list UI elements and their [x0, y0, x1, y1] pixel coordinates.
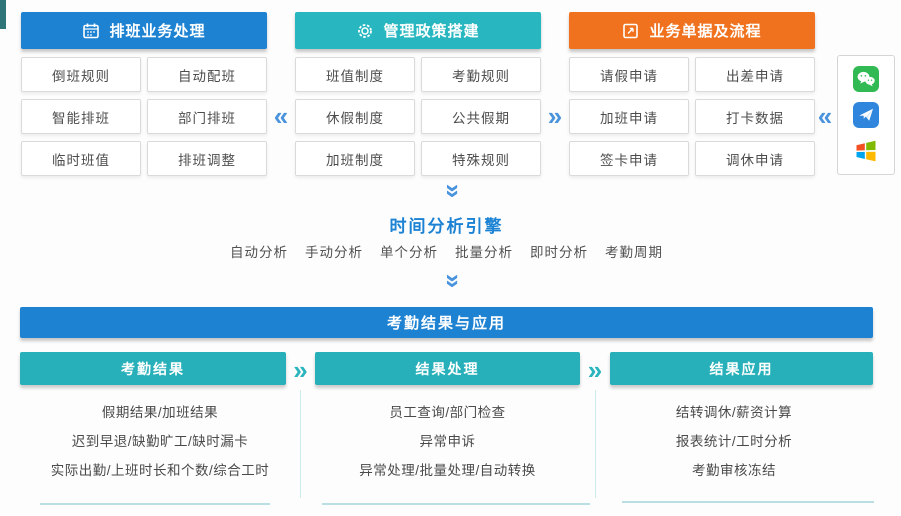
policy-nodes: 班值制度 考勤规则 休假制度 公共假期 加班制度 特殊规则 — [295, 57, 541, 176]
column-divider — [300, 390, 301, 498]
dingtalk-icon — [853, 102, 879, 128]
section-title: 管理政策搭建 — [383, 23, 480, 40]
flow-node: 打卡数据 — [695, 99, 815, 134]
column-result-application: 结转调休/薪资计算 报表统计/工时分析 考勤审核冻结 — [595, 403, 873, 481]
flow-node: 考勤规则 — [421, 57, 541, 92]
flow-node: 请假申请 — [569, 57, 689, 92]
mode-label: 手动分析 — [305, 245, 363, 260]
result-item: 异常处理/批量处理/自动转换 — [359, 463, 536, 478]
flow-node: 加班制度 — [295, 141, 415, 176]
flow-node: 倒班规则 — [21, 57, 141, 92]
result-item: 假期结果/加班结果 — [101, 405, 219, 420]
result-item: 报表统计/工时分析 — [675, 434, 793, 449]
section-title: 排班业务处理 — [109, 23, 206, 40]
flow-node: 排班调整 — [147, 141, 267, 176]
flow-node: 签卡申请 — [569, 141, 689, 176]
mode-label: 即时分析 — [530, 245, 588, 260]
section-scheduling-header: 排班业务处理 — [21, 12, 267, 49]
flow-node: 特殊规则 — [421, 141, 541, 176]
result-item: 迟到早退/缺勤旷工/缺时漏卡 — [71, 434, 249, 449]
flow-node: 部门排班 — [147, 99, 267, 134]
column-result-processing: 员工查询/部门检查 异常申诉 异常处理/批量处理/自动转换 — [300, 403, 595, 481]
mode-label: 批量分析 — [455, 245, 513, 260]
flow-node: 自动配班 — [147, 57, 267, 92]
section-documents: 业务单据及流程 请假申请 出差申请 加班申请 打卡数据 签卡申请 调休申请 — [569, 12, 815, 176]
subheader-result-processing: 结果处理 — [315, 352, 580, 385]
result-item: 员工查询/部门检查 — [389, 405, 506, 420]
engine-modes: 自动分析 手动分析 单个分析 批量分析 即时分析 考勤周期 — [20, 241, 873, 261]
calendar-icon — [82, 22, 100, 40]
flow-node: 出差申请 — [695, 57, 815, 92]
result-item: 异常申诉 — [419, 434, 476, 449]
subheader-result-application: 结果应用 — [610, 352, 873, 385]
flow-node: 智能排班 — [21, 99, 141, 134]
cutoff-box-edge — [322, 503, 590, 505]
chevron-right-icon: » — [547, 101, 563, 131]
flow-node: 加班申请 — [569, 99, 689, 134]
flow-node: 公共假期 — [421, 99, 541, 134]
flow-icon — [622, 22, 640, 40]
documents-nodes: 请假申请 出差申请 加班申请 打卡数据 签卡申请 调休申请 — [569, 57, 815, 176]
mode-label: 自动分析 — [230, 245, 288, 260]
subheader-attendance-results: 考勤结果 — [20, 352, 286, 385]
chevron-right-icon: » — [587, 355, 603, 385]
chevron-right-icon: » — [293, 355, 308, 385]
cutoff-box-edge — [40, 503, 270, 505]
cutoff-box-edge — [622, 501, 874, 503]
result-item: 实际出勤/上班时长和个数/综合工时 — [50, 463, 270, 478]
flow-node: 临时班值 — [21, 141, 141, 176]
mode-label: 单个分析 — [380, 245, 438, 260]
column-attendance-results: 假期结果/加班结果 迟到早退/缺勤旷工/缺时漏卡 实际出勤/上班时长和个数/综合… — [20, 403, 300, 481]
corner-decoration — [0, 0, 6, 29]
result-item: 结转调休/薪资计算 — [675, 405, 793, 420]
result-item: 考勤审核冻结 — [692, 463, 776, 478]
windows-icon — [853, 138, 879, 164]
flow-node: 调休申请 — [695, 141, 815, 176]
channel-panel — [837, 55, 895, 175]
section-policy: 管理政策搭建 班值制度 考勤规则 休假制度 公共假期 加班制度 特殊规则 — [295, 12, 541, 176]
section-documents-header: 业务单据及流程 — [569, 12, 815, 49]
section-title: 业务单据及流程 — [649, 23, 762, 40]
scheduling-nodes: 倒班规则 自动配班 智能排班 部门排班 临时班值 排班调整 — [21, 57, 267, 176]
flow-node: 休假制度 — [295, 99, 415, 134]
chevron-left-icon: « — [817, 101, 833, 131]
engine-title: 时间分析引擎 — [389, 217, 504, 236]
gear-icon — [356, 22, 374, 40]
section-scheduling: 排班业务处理 倒班规则 自动配班 智能排班 部门排班 临时班值 排班调整 — [21, 12, 267, 176]
column-divider — [595, 390, 596, 498]
flow-node: 班值制度 — [295, 57, 415, 92]
chevron-left-icon: « — [273, 101, 289, 131]
mode-label: 考勤周期 — [605, 245, 663, 260]
results-banner: 考勤结果与应用 — [20, 307, 873, 338]
section-policy-header: 管理政策搭建 — [295, 12, 541, 49]
wechat-icon — [853, 66, 879, 92]
